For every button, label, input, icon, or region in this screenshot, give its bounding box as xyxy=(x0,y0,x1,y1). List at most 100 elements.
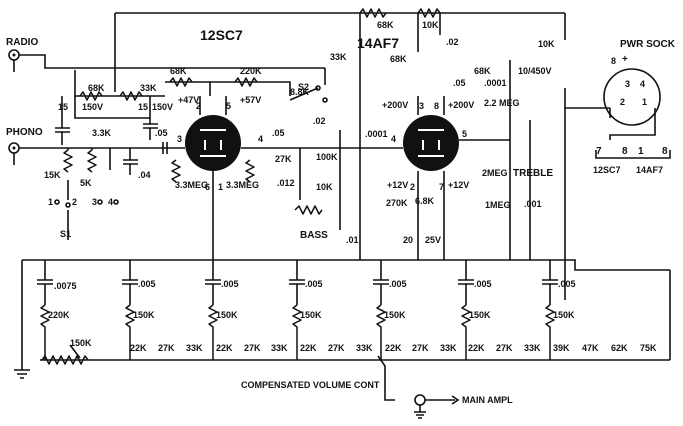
tube-title-14af7: 14AF7 xyxy=(357,35,399,51)
heater-tube2: 14AF7 xyxy=(636,165,663,175)
pin-b3: 8 xyxy=(434,101,439,111)
pin-a1: 3 xyxy=(177,134,182,144)
label-68k-c: 68K xyxy=(390,54,407,64)
label-150k-pot: 150K xyxy=(70,338,92,348)
pin-a2: 2 xyxy=(196,101,201,111)
label-c005-1: .005 xyxy=(138,279,156,289)
cap-15-b xyxy=(143,118,158,140)
resistor-68k-top xyxy=(359,8,387,18)
label-c25v: 25V xyxy=(425,235,441,245)
radio-jack xyxy=(8,49,325,72)
label-c20: 20 xyxy=(403,235,413,245)
ladder-r-17: 47K xyxy=(582,343,599,353)
socket-pin-1: 1 xyxy=(642,97,647,107)
heater-wiring xyxy=(595,150,671,159)
socket-pin-4: 4 xyxy=(640,79,645,89)
resistor-220k xyxy=(234,77,258,87)
label-10k-top: 10K xyxy=(422,20,439,30)
output-wiper xyxy=(377,355,460,419)
label-3.3k: 3.3K xyxy=(92,128,112,138)
resistor-10k-top xyxy=(417,8,441,18)
label-c05c: .05 xyxy=(453,78,466,88)
pin-b6: 7 xyxy=(439,182,444,192)
label-bass: BASS xyxy=(300,230,328,241)
label-c005-2: .005 xyxy=(221,279,239,289)
label-68k-in: 68K xyxy=(88,83,105,93)
tube-12sc7 xyxy=(165,96,270,260)
pin-b5: 2 xyxy=(410,182,415,192)
label-150v-b: 150V xyxy=(152,102,173,112)
voltage-12v-b: +12V xyxy=(448,180,469,190)
socket-pin-2: 2 xyxy=(620,97,625,107)
label-10-450v: 10/450V xyxy=(518,66,552,76)
ladder-bus xyxy=(14,259,671,379)
pin-a3: 5 xyxy=(226,101,231,111)
ladder-r-19: 75K xyxy=(640,343,657,353)
ladder-r-16: 39K xyxy=(553,343,570,353)
label-c15a: 15 xyxy=(58,102,68,112)
label-150k-1: 150K xyxy=(133,310,155,320)
voltage-200v-a: +200V xyxy=(382,100,408,110)
label-c05b: .05 xyxy=(272,128,285,138)
tube-14af7 xyxy=(395,96,510,260)
ladder-stages xyxy=(122,260,558,360)
ladder-r-1: 22K xyxy=(130,343,147,353)
resistor-3.3meg-a xyxy=(171,159,181,183)
pin-a4: 4 xyxy=(258,134,263,144)
phono-jack xyxy=(8,142,165,165)
label-c005-5: .005 xyxy=(474,279,492,289)
radio-label: RADIO xyxy=(6,37,38,48)
pwr-sock-label: PWR SOCK xyxy=(620,39,676,50)
label-220k-b: 220K xyxy=(48,310,70,320)
ladder-r-7: 22K xyxy=(300,343,317,353)
pin-b1: 4 xyxy=(391,134,396,144)
label-2.2meg: 2.2 MEG xyxy=(484,98,520,108)
ladder-r-18: 62K xyxy=(611,343,628,353)
tube-title-12sc7: 12SC7 xyxy=(200,27,243,43)
heater-7: 7 xyxy=(596,146,602,157)
ladder-r-11: 27K xyxy=(412,343,429,353)
label-33k: 33K xyxy=(330,52,347,62)
voltage-200v-b: +200V xyxy=(448,100,474,110)
label-c04: .04 xyxy=(138,170,151,180)
switch-pos-1: 1 xyxy=(48,197,53,207)
label-10k-r: 10K xyxy=(538,39,555,49)
cap-04 xyxy=(123,159,138,175)
ladder-r-2: 27K xyxy=(158,343,175,353)
label-main-ampl: MAIN AMPL xyxy=(462,395,513,405)
label-c0001a: .0001 xyxy=(365,129,388,139)
label-68k-top: 68K xyxy=(377,20,394,30)
voltage-12v-a: +12V xyxy=(387,180,408,190)
ladder-r-13: 22K xyxy=(468,343,485,353)
label-c02b: .02 xyxy=(446,37,459,47)
label-c02a: .02 xyxy=(313,116,326,126)
label-c005-3: .005 xyxy=(305,279,323,289)
switch-pos-4: 4 xyxy=(108,197,113,207)
label-150k-4: 150K xyxy=(384,310,406,320)
ladder-r-3: 33K xyxy=(186,343,203,353)
label-150k-2: 150K xyxy=(216,310,238,320)
ladder-stage-1 xyxy=(37,260,53,360)
resistor-68k-in xyxy=(79,91,103,101)
label-100k: 100K xyxy=(316,152,338,162)
label-c005-4: .005 xyxy=(389,279,407,289)
phono-label: PHONO xyxy=(6,127,43,138)
voltage-47v: +47V xyxy=(178,95,199,105)
label-68k-b: 68K xyxy=(170,66,187,76)
label-s2: S2 xyxy=(298,82,309,92)
label-150k-3: 150K xyxy=(300,310,322,320)
ladder-r-14: 27K xyxy=(496,343,513,353)
label-5k: 5K xyxy=(80,178,92,188)
ladder-r-12: 33K xyxy=(440,343,457,353)
socket-pin-3: 3 xyxy=(625,79,630,89)
label-8.8k: 8.8K xyxy=(290,87,310,97)
ladder-r-9: 33K xyxy=(356,343,373,353)
label-68k-fb: 68K xyxy=(474,66,491,76)
resistor-5k xyxy=(87,149,97,173)
label-150k-5: 150K xyxy=(469,310,491,320)
cap-15-a xyxy=(55,120,70,145)
label-150v-a: 150V xyxy=(82,102,103,112)
resistor-3.3meg-b xyxy=(245,159,255,183)
label-6.8k: 6.8K xyxy=(415,196,435,206)
